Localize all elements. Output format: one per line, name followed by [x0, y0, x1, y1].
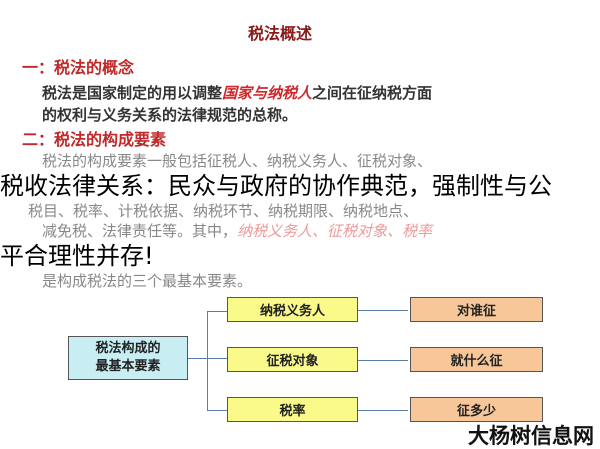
- root-box: 税法构成的最基本要素: [68, 336, 188, 380]
- connector: [207, 410, 227, 411]
- section1-heading: 一：税法的概念: [22, 58, 135, 77]
- section2-heading: 二：税法的构成要素: [22, 130, 167, 149]
- text: 减免税、法律责任等。其中，: [42, 222, 238, 240]
- section1-text-line2: 的权利与义务关系的法律规范的总称。: [42, 106, 298, 124]
- section2-line4: 是构成税法的三个最基本要素。: [42, 272, 253, 290]
- section2-line3: 减免税、法律责任等。其中，纳税义务人、征税对象、税率: [42, 222, 432, 240]
- connector: [207, 311, 227, 312]
- element-box: 征税对象: [227, 347, 358, 372]
- section2-line2: 税目、税率、计税依据、纳税环节、纳税期限、纳税地点、: [28, 202, 419, 220]
- section2-line1: 税法的构成要素一般包括征税人、纳税义务人、征税对象、: [42, 152, 433, 170]
- element-box: 纳税义务人: [227, 297, 358, 322]
- watermark: 大杨树信息网: [468, 424, 594, 448]
- emphasis-text: 纳税义务人、征税对象、税率: [237, 222, 433, 240]
- arrow: [358, 310, 408, 311]
- text: 税法是国家制定的用以调整: [42, 84, 223, 102]
- slide-title: 税法概述: [247, 24, 312, 43]
- meaning-box: 就什么征: [410, 347, 543, 372]
- meaning-box: 对谁征: [410, 297, 543, 322]
- meaning-box: 征多少: [410, 397, 543, 422]
- element-box: 税率: [227, 397, 358, 422]
- overlay-caption-line1: 税收法律关系：民众与政府的协作典范，强制性与公: [0, 172, 552, 200]
- overlay-caption-line2: 平合理性并存!: [0, 242, 154, 270]
- emphasis-text: 国家与纳税人: [222, 84, 313, 102]
- connector: [207, 311, 208, 411]
- arrow: [358, 360, 408, 361]
- text: 之间在征纳税方面: [312, 84, 433, 102]
- arrow: [358, 410, 408, 411]
- section1-text-line1: 税法是国家制定的用以调整国家与纳税人之间在征纳税方面: [42, 84, 432, 102]
